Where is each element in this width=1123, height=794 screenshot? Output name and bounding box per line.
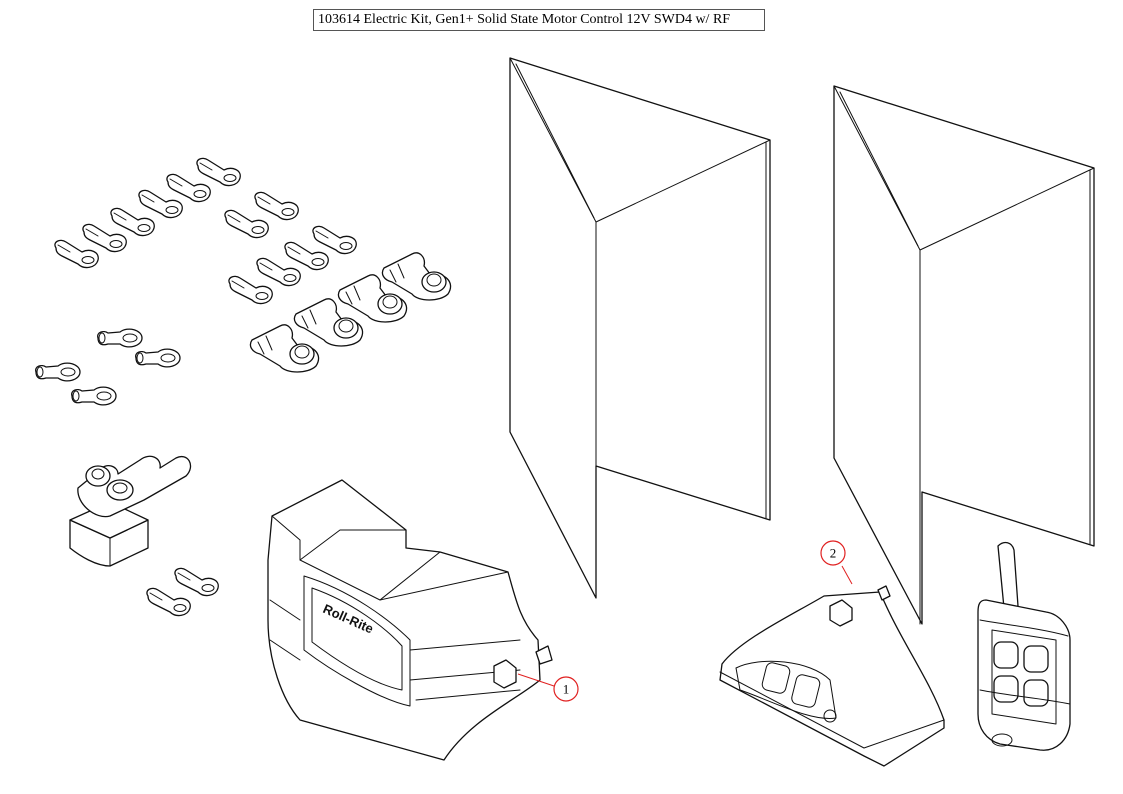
folded-sheet-2 — [833, 85, 1095, 625]
callout-2: 2 — [820, 540, 846, 566]
diagram-title: 103614 Electric Kit, Gen1+ Solid State M… — [313, 9, 765, 31]
ring-terminal-set — [54, 157, 357, 305]
receiver-unit — [719, 565, 945, 767]
callout-1: 1 — [553, 676, 579, 702]
motor-control-box: Roll-Rite — [267, 479, 555, 761]
callout-1-label: 1 — [563, 682, 570, 697]
terminal-block — [69, 455, 192, 567]
remote-control — [977, 541, 1071, 751]
ring-terminal-pair — [146, 567, 219, 617]
small-ring-terminal-set — [35, 328, 181, 406]
callout-2-label: 2 — [830, 546, 837, 561]
folded-sheet-1 — [509, 57, 771, 599]
